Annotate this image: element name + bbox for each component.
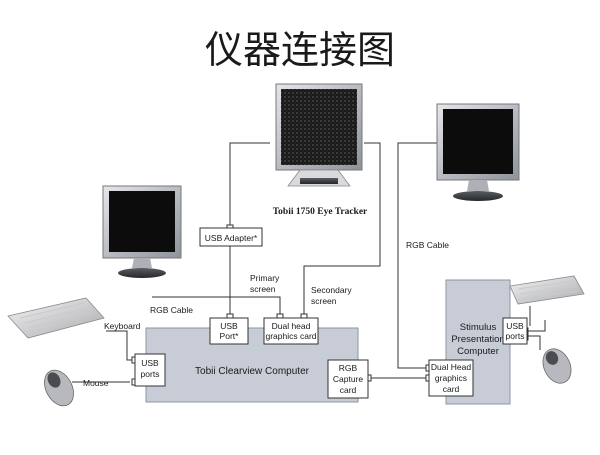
stim-usb-line1: USB [506, 321, 524, 331]
primary-screen-line1: Primary [250, 273, 280, 283]
right-keyboard [509, 275, 585, 305]
usb-ports-left-box [134, 353, 166, 387]
dual-head-label-line1: Dual head [272, 321, 311, 331]
stim-usb-line2: ports [506, 331, 525, 341]
page-title: 仪器连接图 [205, 28, 395, 72]
stimulus-label-line3: Computer [457, 346, 499, 357]
keyboard-label: Keyboard [104, 321, 141, 331]
usb-port-label-line1: USB [220, 321, 238, 331]
left-mouse [44, 369, 74, 407]
secondary-screen-line1: Secondary [311, 285, 352, 295]
stimulus-label-line1: Stimulus [460, 322, 497, 333]
primary-screen-line2: screen [250, 284, 276, 294]
usb-ports-left-line2: ports [141, 369, 160, 379]
wires [72, 142, 546, 383]
stim-dual-head-line2: graphics [435, 373, 467, 383]
eye-tracker-label: Tobii 1750 Eye Tracker [273, 207, 368, 217]
usb-ports-left-line1: USB [141, 358, 159, 368]
usb-port-box [209, 317, 249, 345]
rgb-capture-line1: RGB [339, 363, 358, 373]
tobii-clearview-computer [146, 328, 358, 402]
stim-dual-head-line3: card [443, 384, 460, 394]
right-monitor [436, 103, 520, 201]
rgb-cable-right-label: RGB Cable [406, 240, 449, 250]
right-mouse [542, 348, 572, 384]
stim-dual-head-card-box [428, 359, 474, 397]
dual-head-card-box [263, 317, 319, 345]
left-monitor [102, 185, 182, 278]
rgb-capture-line2: Capture [333, 374, 364, 384]
secondary-screen-line2: screen [311, 296, 337, 306]
left-keyboard [7, 297, 105, 339]
rgb-cable-left-label: RGB Cable [150, 305, 193, 315]
eye-tracker-monitor [275, 83, 363, 187]
usb-port-label-line2: Port* [220, 331, 240, 341]
mouse-label: Mouse [83, 378, 109, 388]
dual-head-label-line2: graphics card [265, 331, 316, 341]
stim-usb-ports-box [502, 317, 528, 345]
stim-dual-head-line1: Dual Head [431, 362, 471, 372]
main-computer-label: Tobii Clearview Computer [195, 366, 310, 377]
rgb-capture-card-box [327, 359, 369, 399]
stimulus-label-line2: Presentation [451, 334, 504, 345]
usb-adapter-box [199, 227, 263, 247]
rgb-capture-line3: card [340, 385, 357, 395]
usb-adapter-label: USB Adapter* [205, 233, 258, 243]
